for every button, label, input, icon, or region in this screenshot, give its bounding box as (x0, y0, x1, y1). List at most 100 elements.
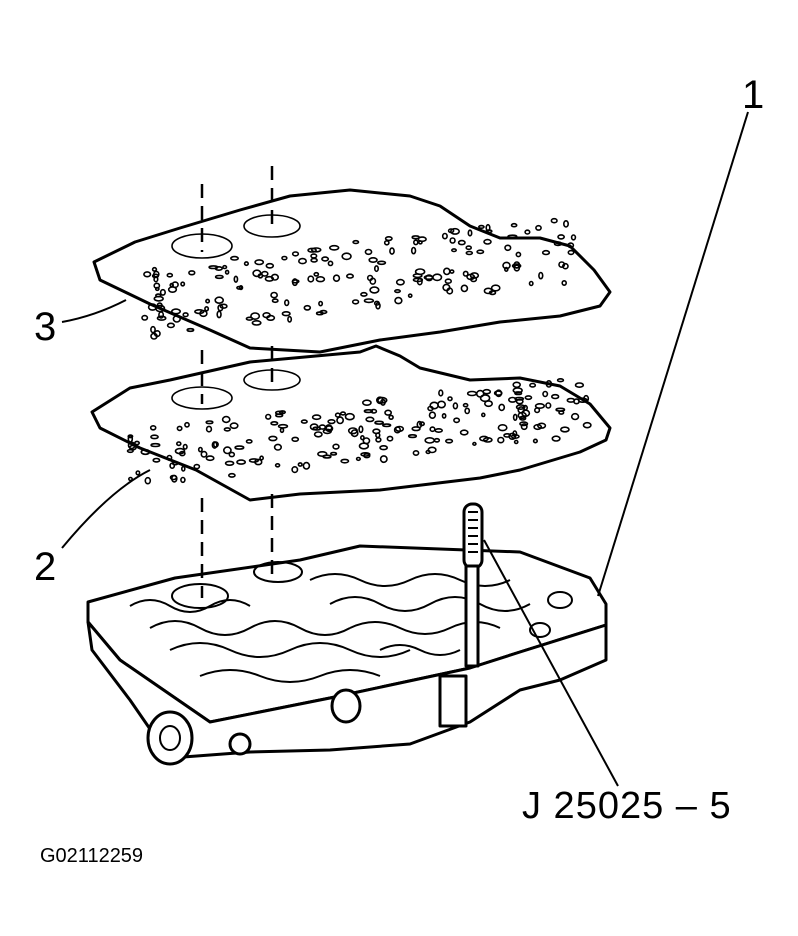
plate-hole (567, 249, 575, 256)
plate-hole (127, 434, 134, 443)
plate-hole (176, 425, 183, 432)
plate-hole (233, 275, 239, 283)
plate-hole (150, 434, 159, 440)
plate-hole (329, 244, 340, 251)
upper-plate-holes (141, 217, 577, 340)
plate-hole (434, 427, 444, 433)
plate-hole (211, 441, 218, 449)
plate-hole (427, 446, 437, 454)
plate-hole (330, 451, 338, 456)
plate-hole (281, 311, 291, 317)
plate-hole (368, 256, 378, 263)
plate-hole (498, 403, 506, 412)
leader-2 (61, 469, 151, 549)
plate-hole (140, 448, 151, 456)
plate-hole (529, 382, 537, 388)
plate-hole (141, 314, 149, 321)
plate-hole (182, 443, 188, 450)
plate-hole (493, 390, 503, 396)
plate-hole (407, 434, 418, 439)
plate-hole (279, 427, 285, 434)
plate-hole (341, 252, 352, 261)
plate-hole (441, 232, 448, 240)
plate-hole (361, 399, 372, 407)
plate-hole (480, 412, 486, 418)
plate-hole (360, 291, 368, 297)
plate-hole (377, 396, 388, 404)
plate-hole (363, 409, 374, 414)
alignment-pins (200, 166, 274, 598)
callout-1: 1 (742, 73, 764, 117)
plate-hole (574, 382, 585, 388)
plate-hole (449, 237, 456, 244)
plate-hole (483, 400, 493, 408)
plate-hole (445, 438, 454, 444)
plate-hole (428, 411, 437, 420)
plate-hole (386, 435, 394, 442)
plate-hole (379, 445, 388, 451)
plate-hole (497, 424, 508, 432)
plate-hole (152, 457, 161, 463)
plate-hole (260, 270, 269, 277)
leader-tool (483, 539, 619, 787)
callout-3: 3 (34, 305, 56, 349)
plate-hole (384, 409, 392, 416)
plate-hole (358, 425, 364, 434)
plate-hole (570, 412, 580, 421)
plate-hole (524, 395, 533, 401)
plate-hole (382, 423, 392, 428)
plate-hole (577, 397, 588, 404)
plate-hole (412, 277, 424, 283)
plate-hole (150, 325, 156, 334)
plate-hole (318, 300, 324, 307)
plate-hole (223, 427, 232, 432)
plate-hole (429, 426, 436, 433)
plate-hole (251, 319, 262, 326)
plate-hole (150, 442, 161, 448)
plate-hole (373, 265, 379, 273)
plate-hole (252, 269, 262, 278)
plate-hole (497, 436, 505, 444)
plate-hole (503, 432, 512, 438)
plate-hole (442, 267, 451, 276)
plate-hole (344, 412, 355, 421)
plate-hole (270, 273, 280, 281)
plate-hole (362, 437, 371, 445)
plate-hole (483, 238, 492, 245)
plate-hole (555, 407, 566, 412)
tool-label: J 25025 – 5 (522, 785, 732, 827)
plate-hole (567, 242, 575, 249)
plate-hole (208, 265, 219, 270)
plate-hole (464, 407, 471, 415)
plate-hole (524, 229, 531, 235)
plate-hole (532, 438, 539, 444)
plate-hole (452, 402, 459, 410)
plate-hole (466, 390, 478, 397)
plate-hole (221, 415, 231, 424)
plate-hole (462, 270, 469, 277)
plate-hole (513, 264, 521, 272)
plate-hole (372, 428, 381, 435)
plate-hole (219, 303, 228, 309)
plate-hole (176, 441, 182, 447)
plate-hole (515, 404, 526, 410)
plate-hole (465, 245, 473, 251)
plate-hole (166, 272, 174, 278)
plate-hole (154, 286, 160, 292)
plate-hole (466, 273, 476, 281)
plate-hole (545, 402, 552, 409)
plate-hole (365, 416, 375, 423)
plate-hole (222, 264, 228, 270)
lower-plate (61, 344, 612, 549)
plate-hole (205, 420, 214, 425)
plate-hole (566, 397, 576, 403)
plate-hole (560, 426, 570, 433)
plate-hole (174, 447, 186, 455)
plate-hole (457, 239, 466, 246)
plate-hole (513, 439, 519, 445)
plate-hole (538, 271, 544, 280)
plate-hole (266, 314, 276, 322)
plate-hole (414, 268, 426, 276)
plate-hole (300, 419, 308, 424)
plate-hole (315, 311, 324, 316)
